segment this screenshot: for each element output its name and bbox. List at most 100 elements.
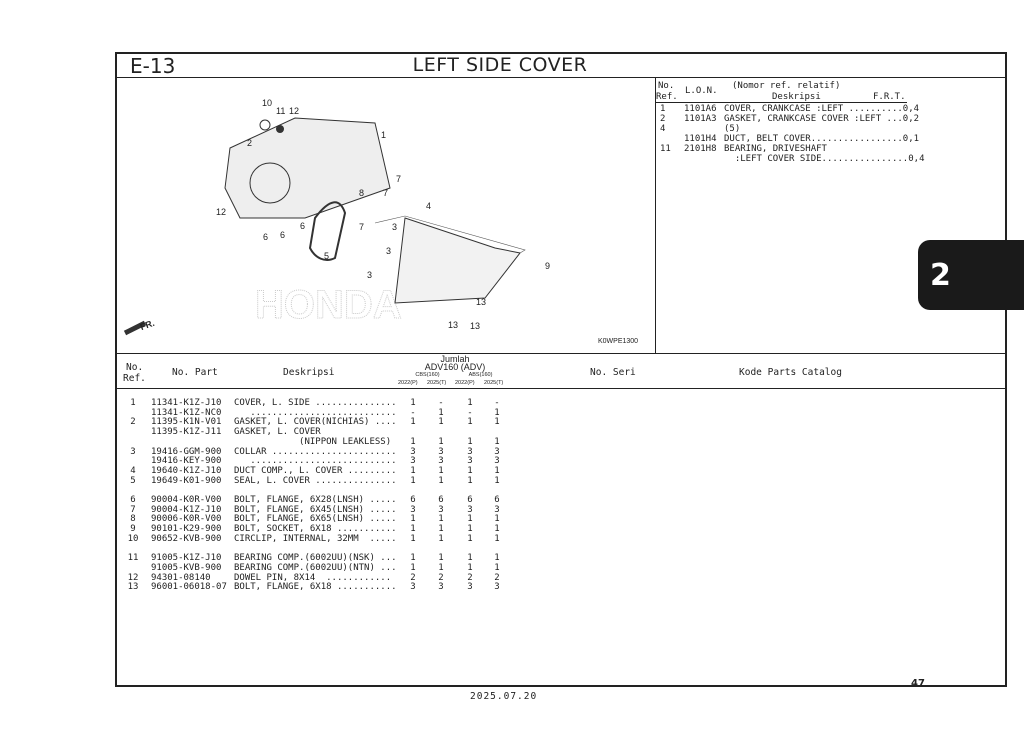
description: COVER, CRANKCASE :LEFT ..........0,4	[724, 104, 920, 114]
quantity: 3	[494, 582, 500, 593]
quantity: 1	[438, 417, 444, 428]
quantity: 6	[438, 495, 444, 505]
callout: 11	[276, 106, 286, 116]
callout: 8	[359, 188, 365, 198]
description: BOLT, SOCKET, 6X18 ...........	[234, 524, 397, 535]
section-tab[interactable]: 2	[918, 240, 1024, 310]
quantity: 1	[494, 475, 500, 486]
quantity: 1	[494, 436, 500, 447]
description: :LEFT COVER SIDE................0,4	[724, 154, 925, 164]
callout: 7	[396, 174, 402, 184]
ref-no: 2	[660, 114, 666, 124]
description: BEARING, DRIVESHAFT	[724, 144, 827, 154]
callout: 4	[426, 201, 432, 211]
callout: 5	[324, 251, 330, 261]
description: BOLT, FLANGE, 6X28(LNSH) .....	[234, 495, 397, 505]
lon: 1101A3	[684, 114, 717, 124]
ref-no: 9	[130, 524, 136, 535]
part-number: 91005-K1Z-J10	[151, 553, 222, 564]
part-number: 90006-K0R-V00	[151, 514, 222, 525]
description: COVER, L. SIDE ...............	[234, 398, 397, 408]
ref-header-lon: L.O.N.	[685, 86, 718, 96]
part-number: 11341-K1Z-J10	[151, 398, 222, 408]
quantity: 1	[467, 553, 473, 564]
ref-no: 5	[130, 475, 136, 486]
quantity: 3	[438, 446, 444, 457]
description: DOWEL PIN, 8X14 ............	[234, 572, 392, 583]
quantity: 1	[467, 533, 473, 544]
quantity: 1	[467, 398, 473, 408]
quantity: 1	[494, 407, 500, 418]
quantity: 1	[494, 562, 500, 573]
quantity: 3	[410, 456, 416, 467]
quantity: 1	[410, 417, 416, 428]
header-abs: ABS(160)	[468, 372, 493, 378]
exploded-diagram: HONDA	[123, 117, 526, 336]
ref-no: 8	[130, 514, 136, 525]
description: BOLT, FLANGE, 6X18 ...........	[234, 582, 397, 593]
part-number: 19416-GGM-900	[151, 446, 222, 457]
ref-no: 11	[127, 553, 139, 564]
quantity: 2	[494, 572, 500, 583]
divider	[115, 77, 1007, 78]
description: CIRCLIP, INTERNAL, 32MM .....	[234, 533, 397, 544]
ref-no: 10	[127, 533, 139, 544]
divider	[115, 353, 1007, 354]
quantity: -	[410, 407, 416, 418]
description: BOLT, FLANGE, 6X65(LNSH) .....	[234, 514, 397, 525]
header-year: 2022(P)	[398, 380, 418, 386]
quantity: 1	[494, 553, 500, 564]
description: GASKET, L. COVER(NICHIAS) ....	[234, 417, 397, 428]
figure-code: K0WPE1300	[598, 338, 639, 345]
callout: 13	[470, 321, 481, 331]
callout: 12	[216, 207, 227, 217]
front-arrow	[123, 320, 147, 336]
quantity: 3	[467, 456, 473, 467]
part-number: 90101-K29-900	[151, 524, 222, 535]
callout: 6	[280, 230, 286, 240]
ref-no: 4	[660, 124, 666, 134]
date: 2025.07.20	[470, 691, 538, 702]
part-number: 91005-KVB-900	[151, 562, 222, 573]
quantity: 3	[467, 504, 473, 515]
part-number: 19640-K1Z-J10	[151, 465, 222, 476]
header-model: ADV160 (ADV)	[424, 362, 486, 372]
header-catalog: Kode Parts Catalog	[739, 367, 842, 378]
quantity: 1	[467, 465, 473, 476]
description: BEARING COMP.(6002UU)(NSK) ...	[234, 553, 397, 564]
quantity: 1	[467, 436, 473, 447]
quantity: -	[467, 407, 473, 418]
section-code: E-13	[130, 54, 176, 78]
quantity: 1	[467, 514, 473, 525]
lon: 2101H8	[684, 144, 717, 154]
part-number: 90004-K0R-V00	[151, 495, 222, 505]
ref-no: 13	[127, 582, 139, 593]
part-number: 11395-K1Z-J11	[151, 427, 222, 438]
quantity: 6	[494, 495, 500, 505]
description: DUCT COMP., L. COVER .........	[234, 465, 397, 476]
ref-no: 1	[660, 104, 666, 114]
header-cbs: CBS(160)	[415, 372, 440, 378]
ref-no: 11	[660, 144, 671, 154]
quantity: 3	[438, 504, 444, 515]
lon: 1101H4	[684, 134, 717, 144]
ref-header-ref: Ref.	[656, 92, 678, 102]
description: ...........................	[234, 407, 397, 418]
quantity: 1	[467, 562, 473, 573]
quantity: 1	[438, 475, 444, 486]
quantity: 1	[438, 514, 444, 525]
quantity: 3	[438, 582, 444, 593]
quantity: 1	[410, 465, 416, 476]
page-number: 47	[911, 678, 925, 689]
callout: 3	[367, 270, 373, 280]
quantity: 1	[410, 533, 416, 544]
callout: 12	[289, 106, 300, 116]
quantity: 2	[467, 572, 473, 583]
quantity: 3	[494, 446, 500, 457]
quantity: 1	[438, 436, 444, 447]
callout: 9	[545, 261, 551, 271]
callout: 13	[476, 297, 487, 307]
header-year: 2022(P)	[455, 380, 475, 386]
quantity: 3	[410, 446, 416, 457]
ref-no: 12	[127, 572, 139, 583]
